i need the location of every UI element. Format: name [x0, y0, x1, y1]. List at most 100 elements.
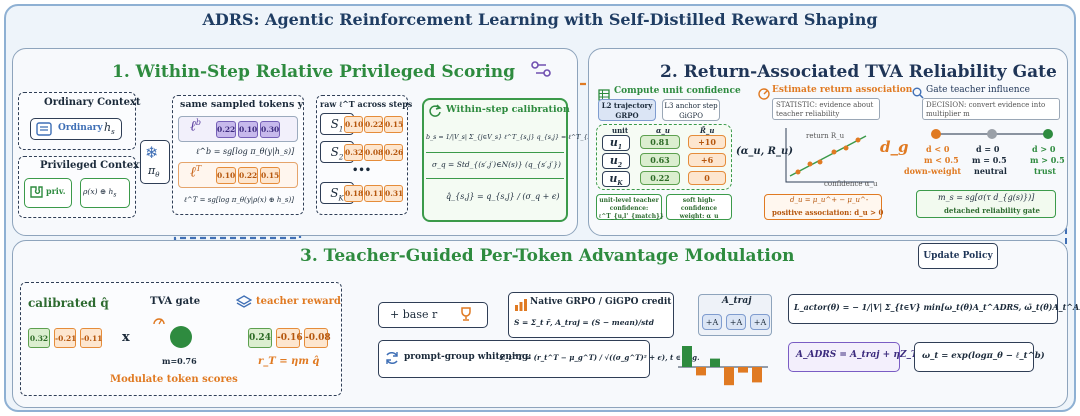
alpha-k: 0.22 — [640, 171, 680, 185]
native-title: Native GRPO / GiGPO credit — [530, 297, 672, 307]
tva-gate-label: TVA gate — [150, 296, 201, 307]
lt-label: ℓT — [190, 164, 202, 181]
trophy-icon — [458, 306, 474, 326]
native-credit-box — [508, 292, 674, 338]
stepk-cell-3: 0.31 — [384, 185, 403, 202]
step1-cell-3: 0.15 — [384, 116, 403, 133]
pair-label: (α_u, R_u) — [736, 146, 793, 157]
calib-cell-3: -0.11 — [80, 328, 102, 348]
dg-label: d_g — [880, 138, 909, 156]
policy-label: πθ — [148, 164, 160, 180]
tokens-title: same sampled tokens y — [180, 99, 304, 110]
du-box — [764, 194, 882, 220]
m-formula: m_s = sg[σ(τ d_{g(s)})] — [938, 193, 1035, 202]
du-formula: d_u = μ_u^+ − μ_u^- — [790, 196, 869, 204]
soft-note: soft high-confidence weight: α_u — [666, 194, 732, 220]
l3-label: L3 anchor step GiGPO — [662, 99, 720, 121]
step2-cell-2: 0.08 — [364, 144, 383, 161]
lt-cell-2: 0.22 — [238, 167, 258, 184]
atraj-label: A_traj — [722, 296, 752, 306]
gate-state-1-m: m < 0.5 — [924, 155, 959, 165]
ordinary-var: hs — [104, 121, 115, 137]
stepk-cell-1: 0.18 — [344, 185, 363, 202]
estimate-title: Estimate return association — [772, 85, 913, 95]
puzzle-icon — [28, 184, 44, 204]
policy-box — [140, 140, 170, 184]
step2-cell-3: 0.26 — [384, 144, 403, 161]
calib-title: Within-step calibration — [446, 104, 570, 115]
advantage-bar-chart — [678, 346, 768, 386]
tva-gate-dot — [170, 326, 192, 348]
lb-cell-3: 0.30 — [260, 121, 280, 138]
calib-formula-3: q̂_{s,j} = q_{s,j} / (σ_q + ϵ) — [446, 192, 560, 201]
panel1-title: 1. Within-Step Relative Privileged Scori… — [112, 62, 516, 82]
steps-ellipsis: ••• — [352, 165, 372, 176]
reward-cell-1: 0.24 — [248, 328, 272, 348]
col-r: R̄_u — [700, 126, 715, 135]
gate-slider — [930, 126, 1060, 145]
scatter-plot — [776, 124, 876, 194]
decision-box: DECISION: convert evidence into multipli… — [922, 98, 1060, 120]
stepk-cell-2: 0.11 — [364, 185, 383, 202]
gate-title: Gate teacher influence — [926, 85, 1030, 95]
lb-cell-1: 0.22 — [216, 121, 236, 138]
advantage-bar — [682, 346, 692, 367]
gate-state-3-m: m > 0.5 — [1030, 155, 1065, 165]
gate-state-1-word: down-weight — [904, 166, 962, 176]
gate-state-3-word: trust — [1034, 166, 1056, 176]
unit-conf-title: Compute unit confidence — [614, 86, 741, 96]
r-2: +6 — [688, 153, 726, 167]
priv-label: priv. — [46, 186, 66, 196]
tva-gauge-icon — [152, 312, 166, 331]
priv-formula: ρ(x) ⊕ hs — [83, 187, 117, 199]
reward-cell-2: -0.16 — [276, 328, 303, 348]
return-axis: return R_u — [806, 132, 845, 140]
unit-row-k: uK — [602, 171, 630, 187]
refresh-icon — [428, 103, 442, 122]
calibrated-label: calibrated q̂ — [28, 296, 109, 310]
advantage-bar — [738, 367, 748, 373]
gate-state-2-cond: d = 0 — [976, 144, 1000, 154]
calib-formula-2: σ_q = Std_{(s′,j′)∈N(s)} (q_{s′,j′}) — [432, 160, 561, 169]
omega-formula: ω_t = exp(logπ_θ − ℓ_t^b) — [922, 351, 1045, 361]
gate-state-2-word: neutral — [974, 166, 1007, 176]
unit-row-1: u1 — [602, 135, 630, 151]
calibration-box — [422, 98, 568, 222]
times-symbol: x — [122, 330, 130, 345]
raw-title: raw ℓ^T across steps — [320, 99, 413, 109]
whitening-formula: Z_t^T = (r_t^T − μ_g^T) / √((σ_g^T)² + ϵ… — [500, 353, 700, 362]
m-formula-box — [916, 190, 1056, 218]
advantage-bar — [724, 367, 734, 386]
confidence-axis: confidence α_u — [824, 180, 878, 188]
plus-a-1: +A — [702, 314, 722, 330]
actor-loss: L_actor(θ) = − 1/|V| Σ_{t∈V} min[ω_t(θ)A… — [794, 302, 1080, 312]
unit-level-note: unit-level teacher confidence: ℓ^T_{u,l'… — [596, 194, 664, 220]
panel3-title: 3. Teacher-Guided Per-Token Advantage Mo… — [300, 246, 795, 266]
lt-cell-3: 0.15 — [260, 167, 280, 184]
base-r-label: + base r — [390, 308, 438, 321]
l2-label: L2 trajectory GRPO — [598, 99, 656, 121]
layers-icon — [235, 294, 253, 313]
update-policy-button[interactable]: Update Policy — [918, 243, 998, 269]
adrs-formula: A_ADRS = A_traj + ηZ_T — [796, 350, 918, 360]
sync-icon — [384, 350, 400, 370]
panel2-title: 2. Return-Associated TVA Reliability Gat… — [660, 62, 1057, 82]
whitening-box — [378, 340, 650, 378]
priv-input — [24, 178, 72, 208]
priv-formula-box — [80, 178, 130, 208]
lb-formula: ℓ^b = sg[log π_θ(y|h_s)] — [196, 147, 295, 156]
alpha-2: 0.63 — [640, 153, 680, 167]
gauge-icon — [758, 85, 770, 104]
lt-formula: ℓ^T = sg[log π_θ(y|ρ(x) ⊕ h_s)] — [184, 196, 294, 204]
lb-label: ℓb — [190, 118, 201, 135]
step2-cell-1: 0.32 — [344, 144, 363, 161]
link-icon — [530, 60, 552, 78]
r-1: +10 — [688, 135, 726, 149]
native-formula: S = Σ_t r̃, A_traj = (S − mean)/std — [514, 318, 654, 327]
plus-a-2: +A — [726, 314, 746, 330]
modulate-label: Modulate token scores — [110, 374, 238, 385]
plus-a-3: +A — [750, 314, 770, 330]
reward-cell-3: -0.08 — [304, 328, 331, 348]
advantage-bar — [752, 367, 762, 383]
advantage-bar — [696, 367, 706, 376]
